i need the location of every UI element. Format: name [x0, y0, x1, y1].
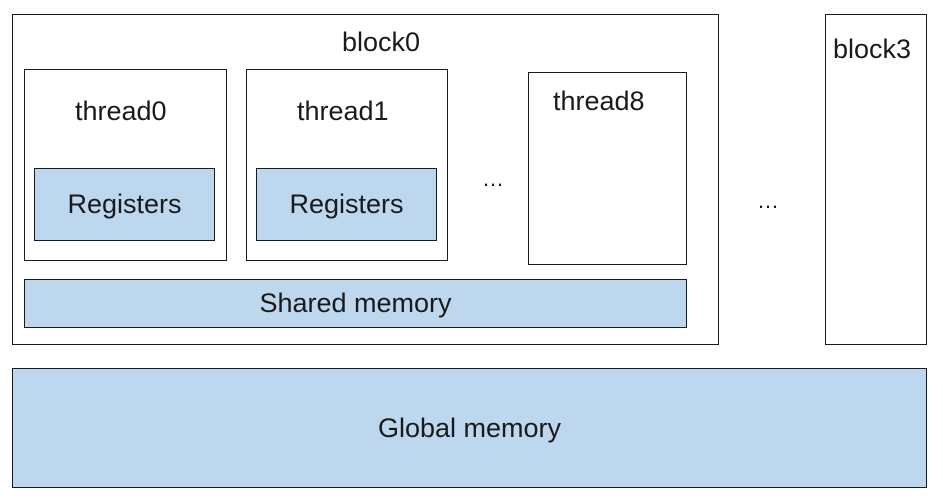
block0-label: block0: [342, 27, 421, 57]
block-ellipsis: …: [757, 188, 782, 213]
thread0-registers-label: Registers: [67, 189, 182, 219]
thread8-box: [528, 72, 687, 265]
shared-memory-box: Shared memory: [24, 279, 687, 328]
thread0-registers: Registers: [34, 168, 215, 241]
thread1-registers: Registers: [256, 168, 437, 241]
global-memory-box: Global memory: [12, 368, 927, 488]
thread1-label: thread1: [297, 96, 389, 126]
block3-label: block3: [833, 34, 912, 64]
thread8-label: thread8: [553, 86, 645, 116]
thread0-label: thread0: [75, 96, 167, 126]
thread-ellipsis: …: [482, 166, 507, 191]
thread1-registers-label: Registers: [289, 189, 404, 219]
global-memory-label: Global memory: [377, 412, 562, 443]
shared-memory-label: Shared memory: [259, 288, 452, 318]
block3-box: [825, 14, 927, 345]
